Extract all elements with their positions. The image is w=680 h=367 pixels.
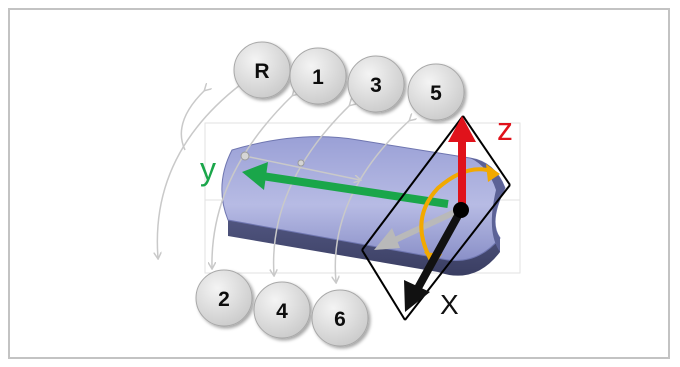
part-end-face xyxy=(470,158,505,252)
badge-4: 4 xyxy=(253,281,311,339)
reference-point-2 xyxy=(297,159,305,167)
origin-point xyxy=(453,202,469,218)
rotation-arc-left xyxy=(180,90,205,151)
z-axis-label: z xyxy=(497,111,513,147)
rotation-arc-34 xyxy=(274,105,350,275)
svg-text:3: 3 xyxy=(370,74,382,97)
rotation-arrowhead-top xyxy=(486,164,500,182)
y-axis-label: y xyxy=(200,151,216,187)
badge-3: 3 xyxy=(347,55,405,113)
svg-text:5: 5 xyxy=(430,82,442,105)
svg-text:2: 2 xyxy=(218,288,230,311)
svg-text:R: R xyxy=(254,60,269,83)
svg-text:1: 1 xyxy=(312,66,324,89)
badge-r: R xyxy=(233,41,291,99)
svg-text:4: 4 xyxy=(276,300,288,323)
svg-text:6: 6 xyxy=(334,308,346,331)
reference-point-1 xyxy=(240,151,250,161)
z-axis-arrow xyxy=(448,116,476,205)
x-axis-arrow xyxy=(404,210,464,312)
badge-2: 2 xyxy=(195,269,253,327)
rotation-indicator xyxy=(419,167,495,263)
rotation-arc-56 xyxy=(335,120,410,282)
rotation-paths xyxy=(157,85,410,282)
badge-1: 1 xyxy=(289,47,347,105)
badge-5: 5 xyxy=(407,63,465,121)
reference-line xyxy=(244,155,360,180)
y-axis-arrow xyxy=(242,162,449,208)
x-axis-label: X xyxy=(440,289,459,320)
projection-arrow xyxy=(374,209,457,250)
badge-6: 6 xyxy=(311,289,369,347)
